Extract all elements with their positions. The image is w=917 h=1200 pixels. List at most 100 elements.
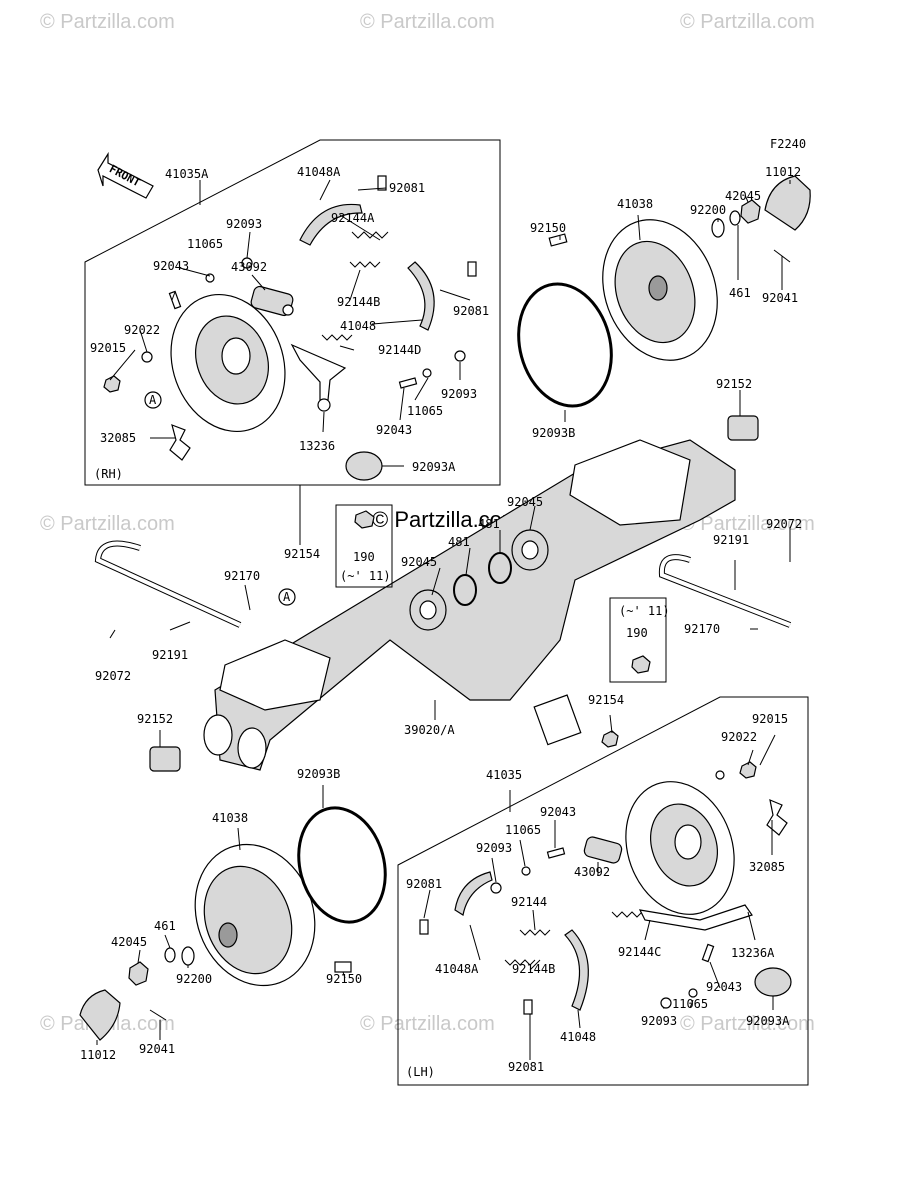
note-label: (~' 11)	[619, 604, 670, 618]
part-label: 13236	[299, 439, 335, 453]
part-label: 92022	[721, 730, 757, 744]
rh-section-label: (RH)	[94, 467, 123, 481]
axle-housing	[203, 439, 736, 771]
part-label: 92144D	[378, 343, 421, 357]
part-label: 461	[729, 286, 751, 300]
lh-brake-drum	[194, 843, 316, 987]
part-label: 92093	[476, 841, 512, 855]
leader-lines	[96, 179, 791, 1060]
part-label: 92093A	[746, 1014, 790, 1028]
part-label: 92170	[684, 622, 720, 636]
part-label: 92150	[530, 221, 566, 235]
part-label: 190	[353, 550, 375, 564]
part-label: 92072	[766, 517, 802, 531]
note-box-190-b	[609, 597, 667, 683]
bolt-190-b	[631, 655, 651, 674]
watermark: © Partzilla.com	[40, 513, 175, 535]
part-label: 11065	[407, 404, 443, 418]
callout-a-label: A	[283, 590, 291, 604]
part-label: 92152	[137, 712, 173, 726]
part-label: 92144B	[337, 295, 380, 309]
part-label: 41048A	[297, 165, 341, 179]
part-label: 92081	[508, 1060, 544, 1074]
callout-a-circle	[144, 391, 162, 409]
rh-brake-drum	[602, 219, 718, 361]
part-label: 92144	[511, 895, 547, 909]
part-label: 92191	[152, 648, 188, 662]
lh-lever-13236A	[638, 904, 753, 931]
lh-shoe-upper	[454, 871, 493, 916]
diagram-code: F2240	[770, 137, 806, 151]
part-label: 11065	[505, 823, 541, 837]
part-label: 92152	[716, 377, 752, 391]
part-label: 11012	[765, 165, 801, 179]
part-label: 92043	[153, 259, 189, 273]
part-label: 92093	[441, 387, 477, 401]
part-label: 32085	[749, 860, 785, 874]
hose-92191-right	[658, 554, 792, 628]
watermark: © Partzilla.com	[40, 11, 175, 33]
bolt-190-a	[354, 510, 375, 529]
lh-springs	[504, 911, 643, 966]
bearing-mid-lower	[409, 589, 447, 631]
lh-shoe-lower	[564, 929, 589, 1011]
part-label: 11065	[672, 997, 708, 1011]
part-label: 92015	[752, 712, 788, 726]
callout-a-label: A	[149, 393, 157, 407]
part-label: 92093	[226, 217, 262, 231]
bushing-92152-left	[149, 746, 181, 772]
part-label: 32085	[100, 431, 136, 445]
part-label: 92081	[406, 877, 442, 891]
watermark: © Partzilla.com	[680, 1013, 815, 1035]
part-label: 92081	[389, 181, 425, 195]
part-label: 92144A	[331, 211, 375, 225]
part-label: 92093	[641, 1014, 677, 1028]
rh-brake-panel	[170, 293, 286, 433]
part-label: 92081	[453, 304, 489, 318]
part-label: 41038	[617, 197, 653, 211]
bearing-mid-upper	[511, 529, 549, 571]
note-box-190-a	[335, 504, 393, 588]
rh-shoe-lower	[407, 261, 435, 331]
part-label: 11065	[187, 237, 223, 251]
part-label: 13236A	[731, 946, 775, 960]
part-label: 92144B	[512, 962, 555, 976]
part-label: 41035A	[165, 167, 209, 181]
part-label: 92093B	[297, 767, 340, 781]
part-label: 190	[626, 626, 648, 640]
part-label: 92043	[706, 980, 742, 994]
lh-wheel-cylinder	[583, 836, 623, 864]
watermark: © Partzilla.com	[680, 11, 815, 33]
part-label: 92015	[90, 341, 126, 355]
part-label: 42045	[725, 189, 761, 203]
note-label: (~' 11)	[340, 569, 391, 583]
part-label: 92154	[588, 693, 624, 707]
part-label: 43092	[231, 260, 267, 274]
watermark: © Partzilla.com	[360, 1013, 495, 1035]
front-arrow-icon: FRONT	[97, 151, 154, 199]
part-label: 92045	[401, 555, 437, 569]
part-label: 92200	[176, 972, 212, 986]
rh-shoe-upper	[299, 203, 363, 246]
rh-wheel-cylinder	[250, 285, 294, 317]
part-label: 461	[154, 919, 176, 933]
part-labels: 41035A 41048A 92081 92093 92144A 11065 9…	[80, 165, 802, 1074]
part-label: 42045	[111, 935, 147, 949]
lh-brake-panel	[625, 781, 735, 915]
part-label: 39020/A	[404, 723, 455, 737]
rh-hub-small-parts	[548, 175, 811, 441]
part-label: 92041	[762, 291, 798, 305]
part-label: 41035	[486, 768, 522, 782]
rh-section-frame	[84, 139, 501, 486]
part-label: 92191	[713, 533, 749, 547]
lh-section-label: (LH)	[406, 1065, 435, 1079]
part-label: 41048A	[435, 962, 479, 976]
callout-a-circle	[278, 588, 296, 606]
part-label: 11012	[80, 1048, 116, 1062]
part-label: 92154	[284, 547, 320, 561]
part-label: 92043	[376, 423, 412, 437]
part-label: 92041	[139, 1042, 175, 1056]
watermarks: © Partzilla.com © Partzilla.com © Partzi…	[40, 11, 815, 1035]
part-label: 481	[478, 517, 500, 531]
